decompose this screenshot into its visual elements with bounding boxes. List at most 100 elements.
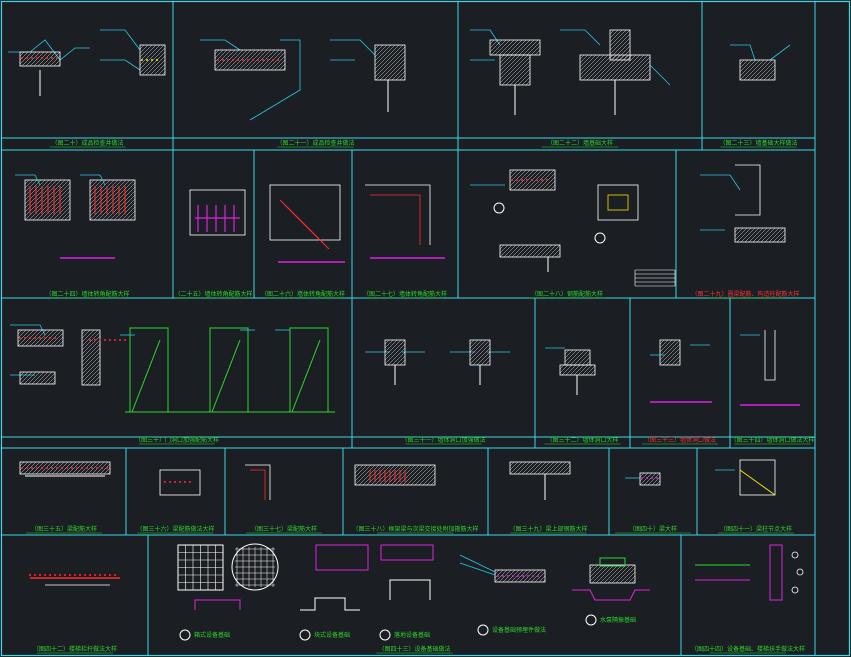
rebar-dot bbox=[26, 57, 28, 59]
hatch-line bbox=[117, 202, 136, 221]
hatch-line bbox=[509, 169, 531, 191]
rebar-dot bbox=[114, 574, 116, 576]
hatch-line bbox=[499, 54, 525, 80]
hatch-line bbox=[83, 461, 97, 475]
hatch-line bbox=[764, 227, 780, 243]
hatch-line bbox=[590, 54, 617, 81]
wall-outline bbox=[365, 184, 431, 245]
hatch-line bbox=[157, 67, 166, 76]
hatch-line bbox=[31, 371, 45, 385]
hatch-line bbox=[639, 472, 645, 478]
rebar-dot bbox=[646, 477, 648, 479]
leader-line bbox=[10, 324, 46, 336]
hatch-line bbox=[139, 44, 161, 66]
detail-label: 块式设备基础 bbox=[314, 631, 350, 639]
detail-artwork bbox=[8, 29, 804, 611]
hatch-line bbox=[384, 343, 406, 365]
box-outline bbox=[19, 371, 56, 385]
rebar-dot bbox=[31, 57, 33, 59]
rebar-dot bbox=[56, 57, 58, 59]
hatch-line bbox=[594, 54, 621, 81]
round-grate bbox=[231, 543, 279, 591]
rebar-dot bbox=[44, 337, 46, 339]
hatch-line bbox=[589, 564, 595, 570]
rebar-dot bbox=[41, 467, 43, 469]
hatch-line bbox=[662, 347, 681, 366]
hatch-line bbox=[52, 202, 71, 221]
rebar-dot bbox=[141, 59, 143, 61]
hatch-line bbox=[499, 54, 521, 76]
panel-title: （图三十九）梁上部钢筋大样 bbox=[509, 525, 587, 533]
hatch-line bbox=[27, 371, 41, 385]
rebar-dot bbox=[94, 574, 96, 576]
hatch-line bbox=[519, 244, 533, 258]
rebar-dot bbox=[46, 467, 48, 469]
hatch-line bbox=[514, 39, 531, 56]
rebar-dot bbox=[69, 574, 71, 576]
hatch-line bbox=[53, 59, 61, 67]
hatch-line bbox=[674, 359, 681, 366]
hatch-line bbox=[534, 571, 546, 583]
hatch-line bbox=[379, 54, 406, 81]
rebar-dot bbox=[546, 179, 548, 181]
hatch-line bbox=[739, 59, 757, 77]
hatch-line bbox=[589, 564, 603, 578]
panel-title: （图二十）成品检查井做法 bbox=[51, 139, 123, 147]
hatch-line bbox=[161, 71, 166, 76]
hatch-line bbox=[68, 218, 71, 221]
hatch-line bbox=[537, 461, 551, 475]
hatch-box bbox=[639, 472, 661, 486]
hatch-line bbox=[655, 480, 661, 486]
hatch-line bbox=[24, 179, 42, 197]
box-outline bbox=[509, 169, 556, 191]
rebar-dot bbox=[507, 575, 509, 577]
hatch-line bbox=[591, 564, 611, 584]
rebar-dot bbox=[641, 477, 643, 479]
hatch-line bbox=[103, 467, 111, 475]
hatch-line bbox=[501, 56, 531, 86]
leader-line bbox=[649, 64, 671, 86]
hatch-line bbox=[582, 54, 609, 81]
hatch-line bbox=[149, 59, 166, 76]
hatch-line bbox=[539, 244, 553, 258]
hatch-line bbox=[619, 567, 636, 584]
rebar-dot bbox=[36, 467, 38, 469]
rebar-dot bbox=[536, 179, 538, 181]
hatch-line bbox=[33, 329, 51, 347]
rebar-dot bbox=[497, 575, 499, 577]
hatch-line bbox=[579, 54, 585, 60]
rebar-dot bbox=[79, 574, 81, 576]
hatch-line bbox=[646, 76, 651, 81]
hatch-line bbox=[739, 59, 753, 73]
panel-title: （图二十一）成品检查井做法 bbox=[276, 139, 354, 147]
hatch-line bbox=[17, 329, 23, 335]
hatch-line bbox=[98, 383, 101, 386]
hatch-line bbox=[626, 56, 651, 81]
hatch-line bbox=[551, 248, 561, 258]
hatch-line bbox=[639, 472, 649, 482]
base-profile bbox=[300, 597, 360, 611]
hatch-line bbox=[538, 53, 541, 56]
hatch-line bbox=[577, 352, 591, 366]
hatch-line bbox=[545, 180, 556, 191]
hatch-line bbox=[521, 76, 531, 86]
hatch-line bbox=[771, 76, 776, 81]
hatch-line bbox=[17, 329, 31, 343]
rebar-dot bbox=[247, 59, 249, 61]
rebar-dot bbox=[164, 481, 166, 483]
hatch-line bbox=[19, 51, 25, 57]
hatch-line bbox=[43, 461, 57, 475]
hatch-line bbox=[97, 182, 136, 221]
hatch-line bbox=[541, 176, 556, 191]
hatch-line bbox=[579, 54, 601, 76]
panel-title: （图二十二）墙基础大样 bbox=[547, 139, 613, 147]
rebar-dot bbox=[124, 339, 126, 341]
hatch-line bbox=[81, 355, 101, 375]
rebar-dot bbox=[109, 574, 111, 576]
detail-index-circle bbox=[477, 624, 489, 636]
hatch-line bbox=[643, 472, 657, 486]
hatch-line bbox=[480, 355, 491, 366]
hatch-line bbox=[23, 461, 37, 475]
